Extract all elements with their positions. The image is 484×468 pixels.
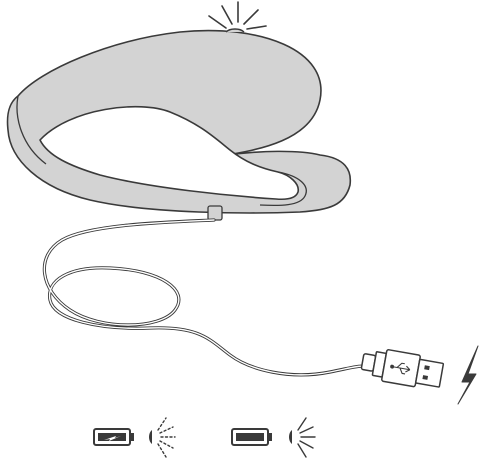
- battery-full-icon: [231, 428, 272, 446]
- usb-symbol-icon: [390, 362, 411, 375]
- usb-cable: [42, 218, 366, 377]
- charging-port: [207, 205, 223, 221]
- device-indicator-glow-icon: [208, 1, 267, 30]
- device-arm-gap: [39, 105, 300, 201]
- indicator-full: [231, 417, 316, 458]
- indicator-charging: [93, 417, 176, 458]
- usb-a-plug-icon: [360, 349, 445, 388]
- device-indicator: [225, 28, 245, 33]
- lightning-bolt-icon: [457, 345, 479, 405]
- blinking-light-icon: [149, 417, 176, 458]
- battery-charging-icon: [93, 428, 134, 446]
- device-arm-edge: [259, 171, 307, 207]
- steady-light-icon: [289, 417, 316, 458]
- device-rim-edge: [16, 95, 47, 165]
- charging-device: [6, 28, 352, 221]
